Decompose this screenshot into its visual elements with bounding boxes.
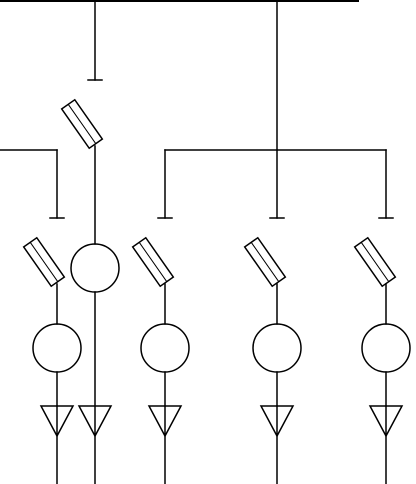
feeder-fuse <box>22 236 66 288</box>
feeder-fuse <box>353 236 397 288</box>
feeder-fuse <box>131 236 175 288</box>
main-transformer-winding <box>70 243 120 293</box>
feeder-column-2 <box>131 236 190 484</box>
feeder-transformer <box>32 323 82 373</box>
main-terminal-marker <box>77 405 113 438</box>
main-fuse <box>60 98 104 150</box>
feeder-transformer <box>252 323 302 373</box>
feeder-column-1 <box>22 236 82 484</box>
feeder-transformer <box>140 323 190 373</box>
feeder-column-4 <box>353 236 411 484</box>
feeder-column-3 <box>243 236 302 484</box>
feeder-fuse <box>243 236 287 288</box>
feeder-transformer <box>361 323 411 373</box>
